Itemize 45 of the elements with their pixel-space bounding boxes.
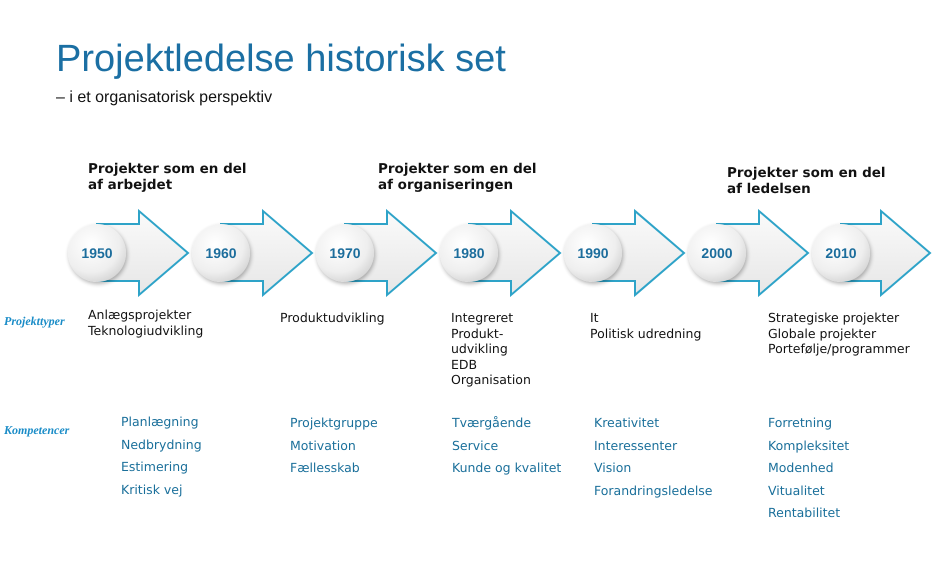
competence-item: Kritisk vej	[121, 482, 182, 496]
competence-item: Forretning	[768, 415, 832, 430]
project-type: Organisation	[451, 372, 531, 388]
competence-item: Vitualitet	[768, 482, 825, 498]
competence-item: Projektgruppe	[290, 415, 378, 430]
phase-heading: Projekter som en del af arbejdet	[88, 161, 248, 193]
year-circle: 1950	[68, 224, 126, 282]
year-circle: 1960	[192, 224, 250, 282]
competence-item: Rentabilitet	[768, 505, 840, 520]
project-type: Teknologiudvikling	[88, 322, 204, 338]
competence-item: Planlægning	[121, 414, 199, 429]
project-type: Integreret	[451, 310, 514, 326]
competence-item: Nedbrydning	[121, 436, 202, 452]
project-type: Portefølje/programmer	[768, 341, 910, 356]
year-circle: 2010	[812, 224, 870, 282]
project-type: Globale projekter	[768, 326, 876, 341]
competence-item: Interessenter	[594, 438, 678, 452]
project-type: Produkt- udvikling	[451, 326, 509, 356]
competence-item: Motivation	[290, 438, 356, 452]
competence-item: Kunde og kvalitet	[452, 460, 562, 475]
slide-title: Projektledelse historisk set	[56, 38, 506, 81]
competence-item: Service	[452, 438, 498, 452]
row-heading: Kompetencer	[4, 423, 70, 438]
competence-item: Estimering	[121, 459, 188, 474]
competence-item: Tværgående	[452, 415, 532, 430]
project-type: Produktudvikling	[280, 310, 385, 326]
project-type: It	[590, 310, 599, 326]
year-circle: 2000	[688, 224, 746, 282]
project-type: Anlægsprojekter	[88, 307, 192, 322]
competence-item: Modenhed	[768, 460, 834, 475]
year-circle: 1980	[440, 224, 498, 282]
year-circle: 1970	[316, 224, 374, 282]
row-heading: Projekttyper	[4, 314, 65, 329]
competence-item: Forandringsledelse	[594, 482, 712, 498]
project-type: Politisk udredning	[590, 326, 702, 341]
competence-item: Kompleksitet	[768, 438, 850, 452]
subtitle: – i et organisatorisk perspektiv	[56, 89, 272, 107]
competence-item: Fællesskab	[290, 460, 360, 475]
competence-item: Vision	[594, 460, 632, 475]
phase-heading: Projekter som en del af organiseringen	[378, 161, 538, 193]
phase-heading: Projekter som en del af ledelsen	[727, 165, 887, 197]
project-type: EDB	[451, 356, 478, 372]
year-circle: 1990	[564, 224, 622, 282]
project-type: Strategiske projekter	[768, 310, 900, 326]
competence-item: Kreativitet	[594, 415, 660, 430]
